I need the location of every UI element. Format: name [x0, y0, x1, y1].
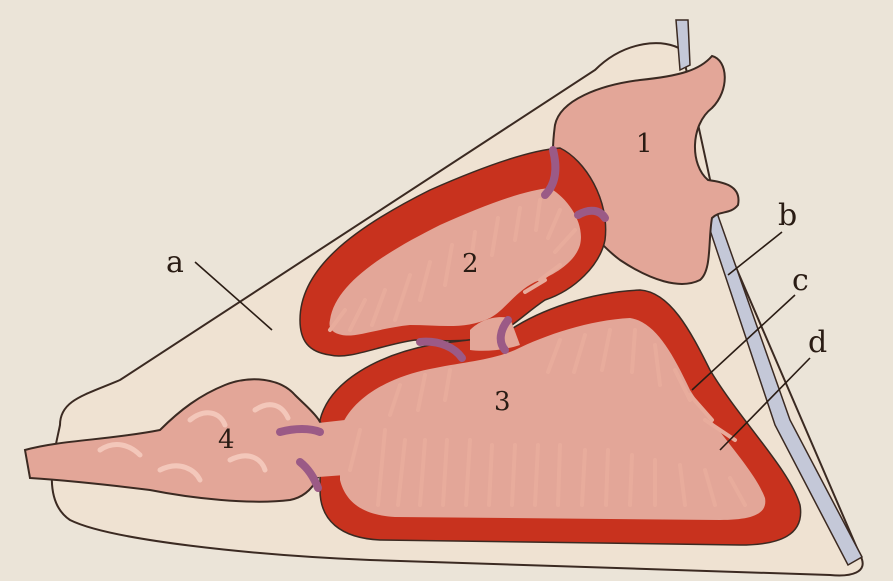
pointer-label-c: c [792, 263, 809, 298]
label-chamber-2: 2 [462, 249, 479, 279]
label-chamber-4: 4 [218, 425, 235, 455]
pointer-label-a: a [166, 245, 184, 280]
label-chamber-3: 3 [494, 387, 511, 417]
leader-line-b [728, 232, 782, 275]
pointer-label-d: d [808, 325, 827, 360]
pointer-label-b: b [778, 198, 797, 233]
label-chamber-1: 1 [636, 129, 653, 159]
